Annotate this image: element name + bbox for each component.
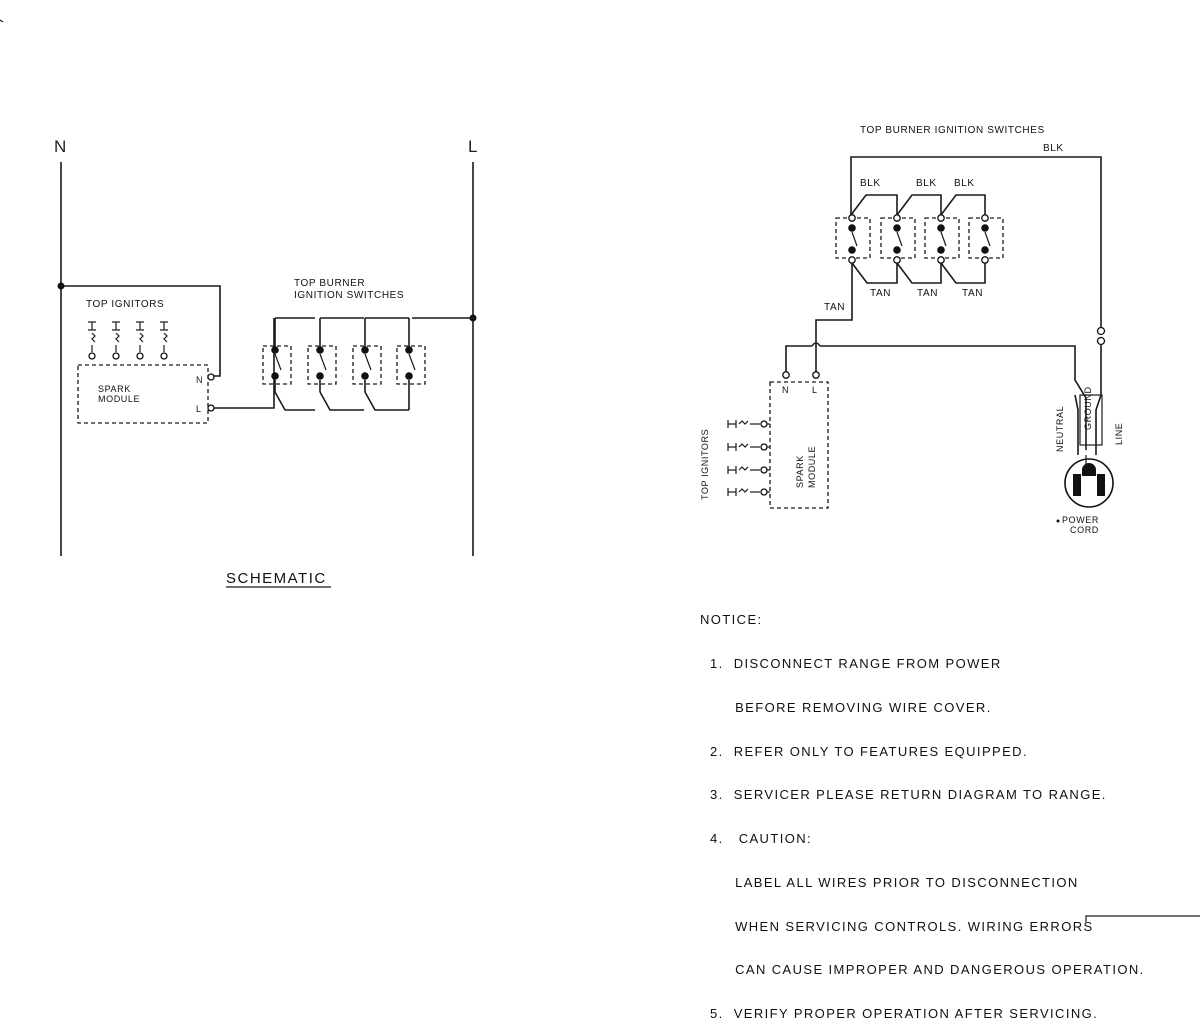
notice-line: 2. REFER ONLY TO FEATURES EQUIPPED. <box>700 743 1028 759</box>
module-n-terminal <box>207 373 215 381</box>
blk-jumper-1 <box>850 194 898 216</box>
wire-crossover <box>811 342 821 347</box>
blk-top-label: BLK <box>1043 143 1064 154</box>
notice-line: 5. VERIFY PROPER OPERATION AFTER SERVICI… <box>700 1006 1099 1022</box>
wiring-spark-module-label-1: SPARK <box>795 455 805 488</box>
wiring-ignitor-symbols <box>727 420 770 496</box>
switches-label-1: TOP BURNER <box>294 278 365 289</box>
blk-jumper-2 <box>896 194 942 216</box>
ignitor-4 <box>160 321 168 360</box>
line-wire <box>1095 345 1102 455</box>
ignitor-2 <box>112 321 120 360</box>
tan-label-2: TAN <box>917 288 938 299</box>
ignitor-symbols <box>88 321 168 360</box>
power-cord-bullet <box>1056 519 1060 523</box>
wiring-ignitor-1 <box>727 420 770 428</box>
notice-line: BEFORE REMOVING WIRE COVER. <box>700 699 992 715</box>
wiring-switches <box>835 214 1004 264</box>
tan-label-1: TAN <box>870 288 891 299</box>
module-l-terminal <box>207 404 215 412</box>
line-label: LINE <box>1114 423 1124 445</box>
wiring-switch-1 <box>835 214 871 264</box>
spark-module-label-1: SPARK <box>98 384 131 394</box>
schematic-switch-1 <box>262 317 315 411</box>
ground-label: GROUND <box>1083 386 1093 430</box>
tan-jumper-3 <box>940 262 986 284</box>
wiring-spark-module-label-2: MODULE <box>807 446 817 488</box>
notice-line: 4. CAUTION: <box>700 831 813 847</box>
power-cord-plug-icon <box>1064 455 1114 508</box>
module-l-wire <box>214 318 275 409</box>
power-cord-label-2: CORD <box>1070 525 1099 535</box>
schematic-switch-3 <box>352 317 409 411</box>
wiring-ignitor-4 <box>727 488 770 496</box>
switches-label-2: IGNITION SWITCHES <box>294 290 404 301</box>
tan-left-label: TAN <box>824 302 845 313</box>
schematic-switches <box>262 317 426 411</box>
blk-feed-wire <box>850 156 1102 327</box>
schematic: N L TOP IGNITORS <box>54 137 477 588</box>
spark-module-box <box>77 364 209 424</box>
notice-line: 3. SERVICER PLEASE RETURN DIAGRAM TO RAN… <box>700 787 1107 803</box>
wiring-spark-module-box <box>769 381 829 509</box>
ignitor-1 <box>88 321 96 360</box>
notice-line: WHEN SERVICING CONTROLS. WIRING ERRORS <box>700 918 1094 934</box>
neutral-wire-a <box>785 345 812 372</box>
neutral-drop-wire <box>1074 394 1079 455</box>
schematic-switch-4 <box>396 318 426 410</box>
neutral-to-module-wire <box>61 285 221 377</box>
notice-line: 1. DISCONNECT RANGE FROM POWER <box>700 655 1002 671</box>
scan-speck <box>0 19 4 23</box>
tan-jumper-1 <box>851 262 898 284</box>
notice-line: LABEL ALL WIRES PRIOR TO DISCONNECTION <box>700 874 1079 890</box>
ignitor-3 <box>136 321 144 360</box>
module-l-terminal-label: L <box>196 404 202 414</box>
top-ignitors-label: TOP IGNITORS <box>86 299 164 310</box>
power-cord-label-1: POWER <box>1062 515 1099 525</box>
tan-jumper-2 <box>896 262 942 284</box>
schematic-title: SCHEMATIC <box>226 570 327 587</box>
neutral-wire-b <box>820 345 1087 450</box>
wiring-top-ignitors-label: TOP IGNITORS <box>700 429 710 500</box>
schematic-switch-2 <box>307 317 364 411</box>
wiring-switch-4 <box>968 214 1004 264</box>
line-connector-top <box>1096 326 1106 336</box>
wiring-ignitor-3 <box>727 466 770 474</box>
line-connector-bottom <box>1096 336 1106 346</box>
blk-label-2: BLK <box>916 178 937 189</box>
wiring-switch-2 <box>880 214 916 264</box>
wiring-diagram: N L TOP IGNITORS <box>0 19 1200 922</box>
notice-block: NOTICE: 1. DISCONNECT RANGE FROM POWER B… <box>700 584 1180 1036</box>
line-rail-label: L <box>468 137 477 156</box>
wiring-module-n-terminal <box>782 371 790 379</box>
wiring-module-l-terminal <box>812 371 820 379</box>
neutral-rail-label: N <box>54 137 66 156</box>
blk-label-3: BLK <box>954 178 975 189</box>
wiring-switch-3 <box>924 214 960 264</box>
module-n-terminal-label: N <box>196 375 203 385</box>
blk-jumper-3 <box>940 194 986 216</box>
cord-sheath <box>1079 394 1103 446</box>
tan-label-3: TAN <box>962 288 983 299</box>
spark-module-label-2: MODULE <box>98 394 140 404</box>
page-corner-mark <box>1085 915 1200 922</box>
tan-module-wire <box>815 263 853 372</box>
wiring-module-n-label: N <box>782 385 789 395</box>
neutral-label: NEUTRAL <box>1055 406 1065 452</box>
notice-line: CAN CAUSE IMPROPER AND DANGEROUS OPERATI… <box>700 962 1145 978</box>
blk-label-1: BLK <box>860 178 881 189</box>
wiring-module-l-label: L <box>812 385 818 395</box>
wiring-ignitor-2 <box>727 443 770 451</box>
wiring-switches-title: TOP BURNER IGNITION SWITCHES <box>860 125 1045 136</box>
notice-heading: NOTICE: <box>700 612 763 628</box>
wiring-layout: TOP BURNER IGNITION SWITCHES BLK BLK BLK… <box>700 125 1124 535</box>
